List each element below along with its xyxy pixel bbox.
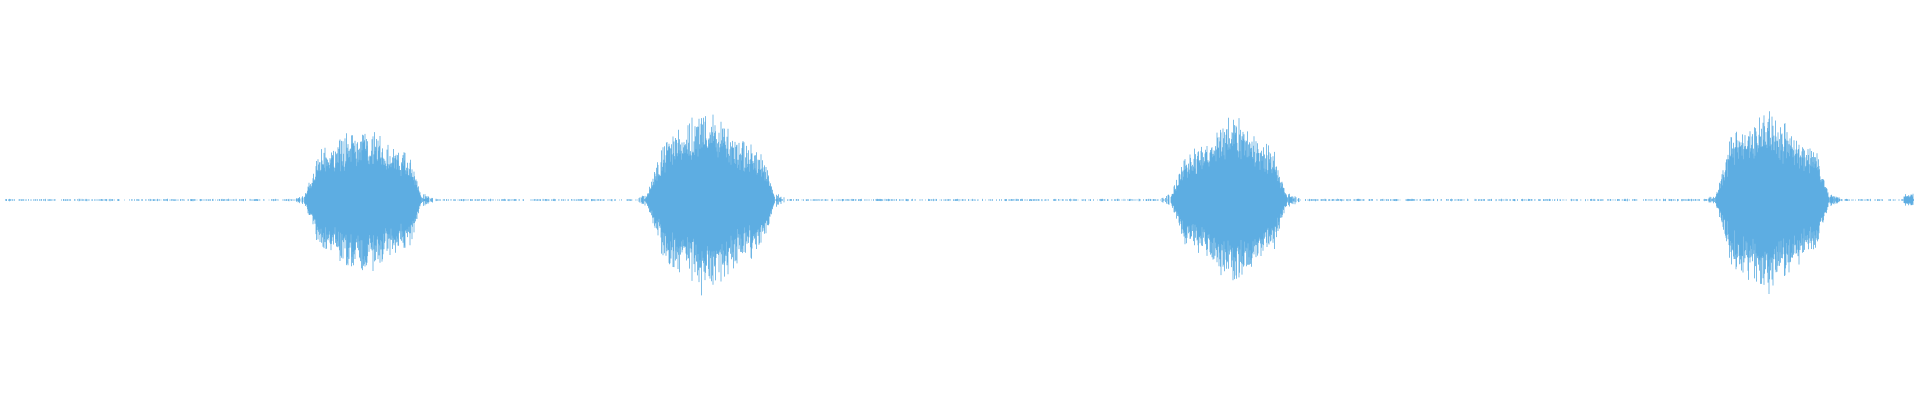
waveform-path	[5, 111, 1914, 296]
waveform-bars	[5, 111, 1915, 296]
